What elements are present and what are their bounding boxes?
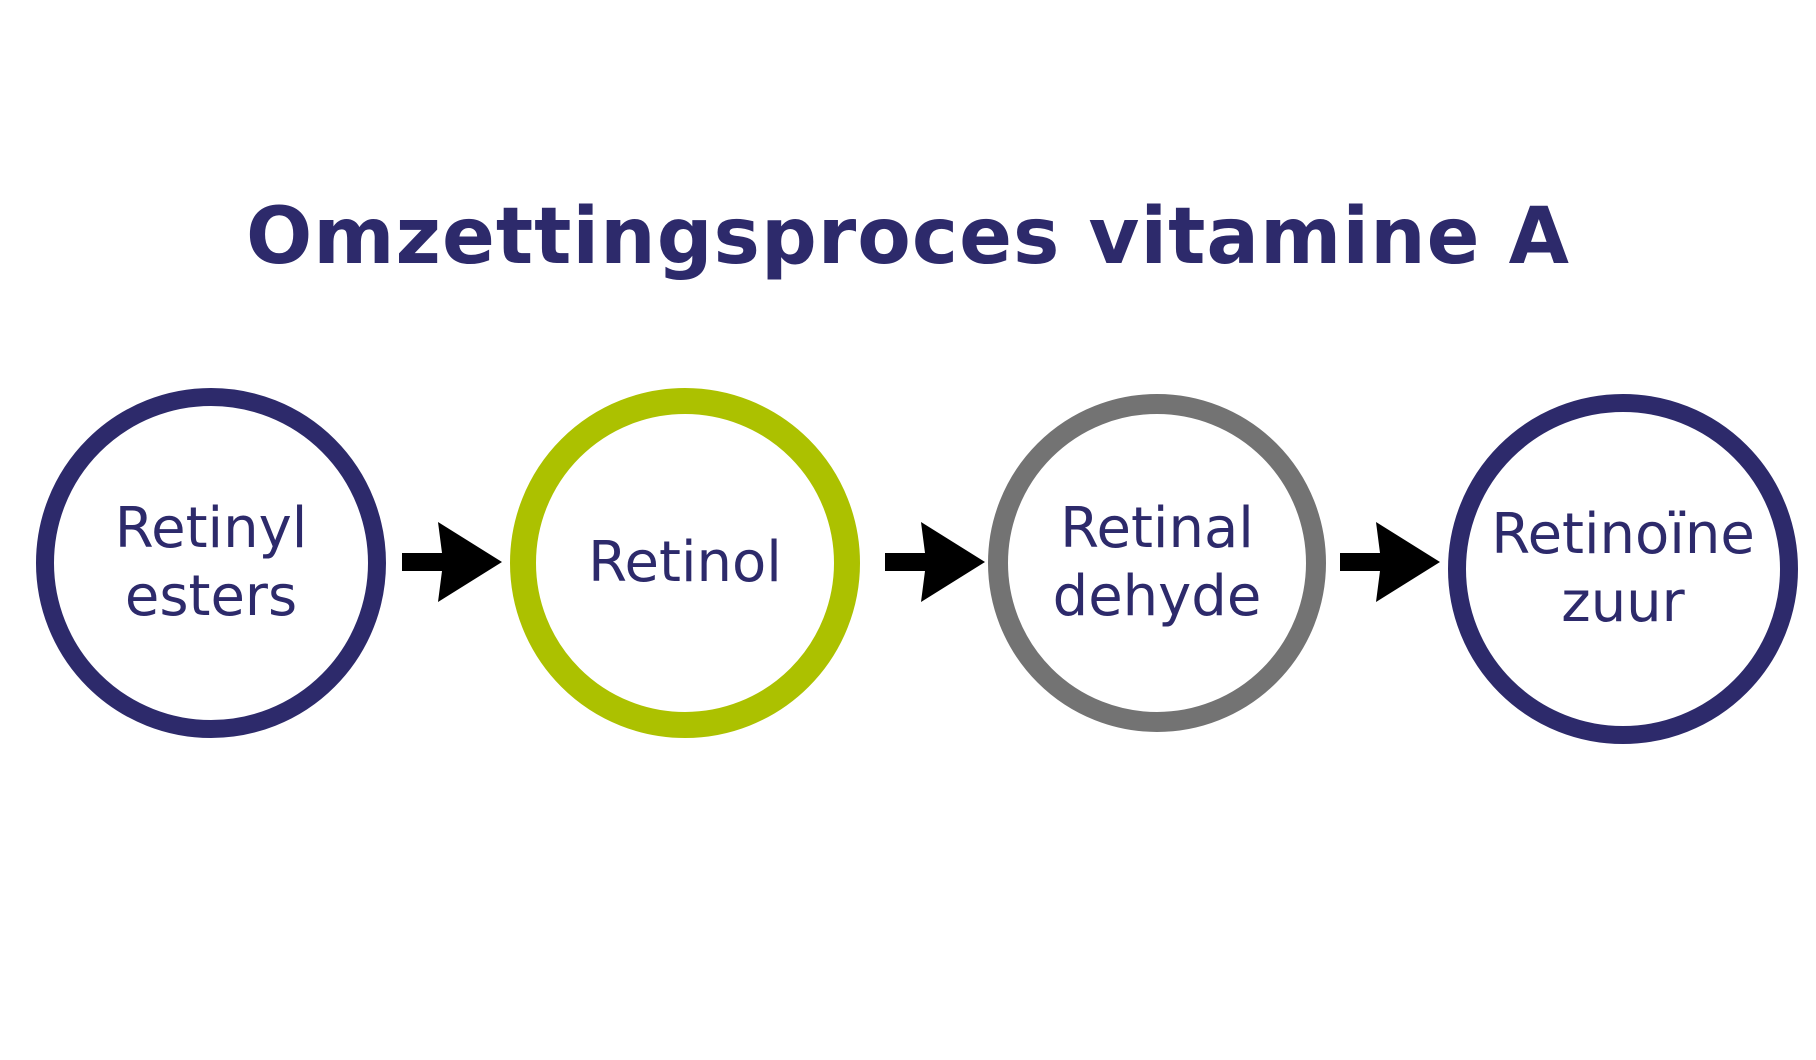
- node-label: Retinol: [588, 530, 782, 595]
- diagram-title: Omzettingsproces vitamine A: [245, 192, 1571, 282]
- arrow-right-icon: [885, 522, 985, 602]
- arrow-right-icon: [402, 522, 502, 602]
- arrow-right-icon: [1340, 522, 1440, 602]
- node-label: Retinoïne zuur: [1491, 502, 1755, 635]
- node-label: Retinal dehyde: [1052, 496, 1262, 629]
- node-retinyl-esters: Retinyl esters: [36, 388, 386, 738]
- node-retinoic-acid: Retinoïne zuur: [1448, 394, 1798, 744]
- node-label: Retinyl esters: [114, 496, 308, 629]
- node-retinol: Retinol: [510, 388, 860, 738]
- node-retinaldehyde: Retinal dehyde: [988, 394, 1326, 732]
